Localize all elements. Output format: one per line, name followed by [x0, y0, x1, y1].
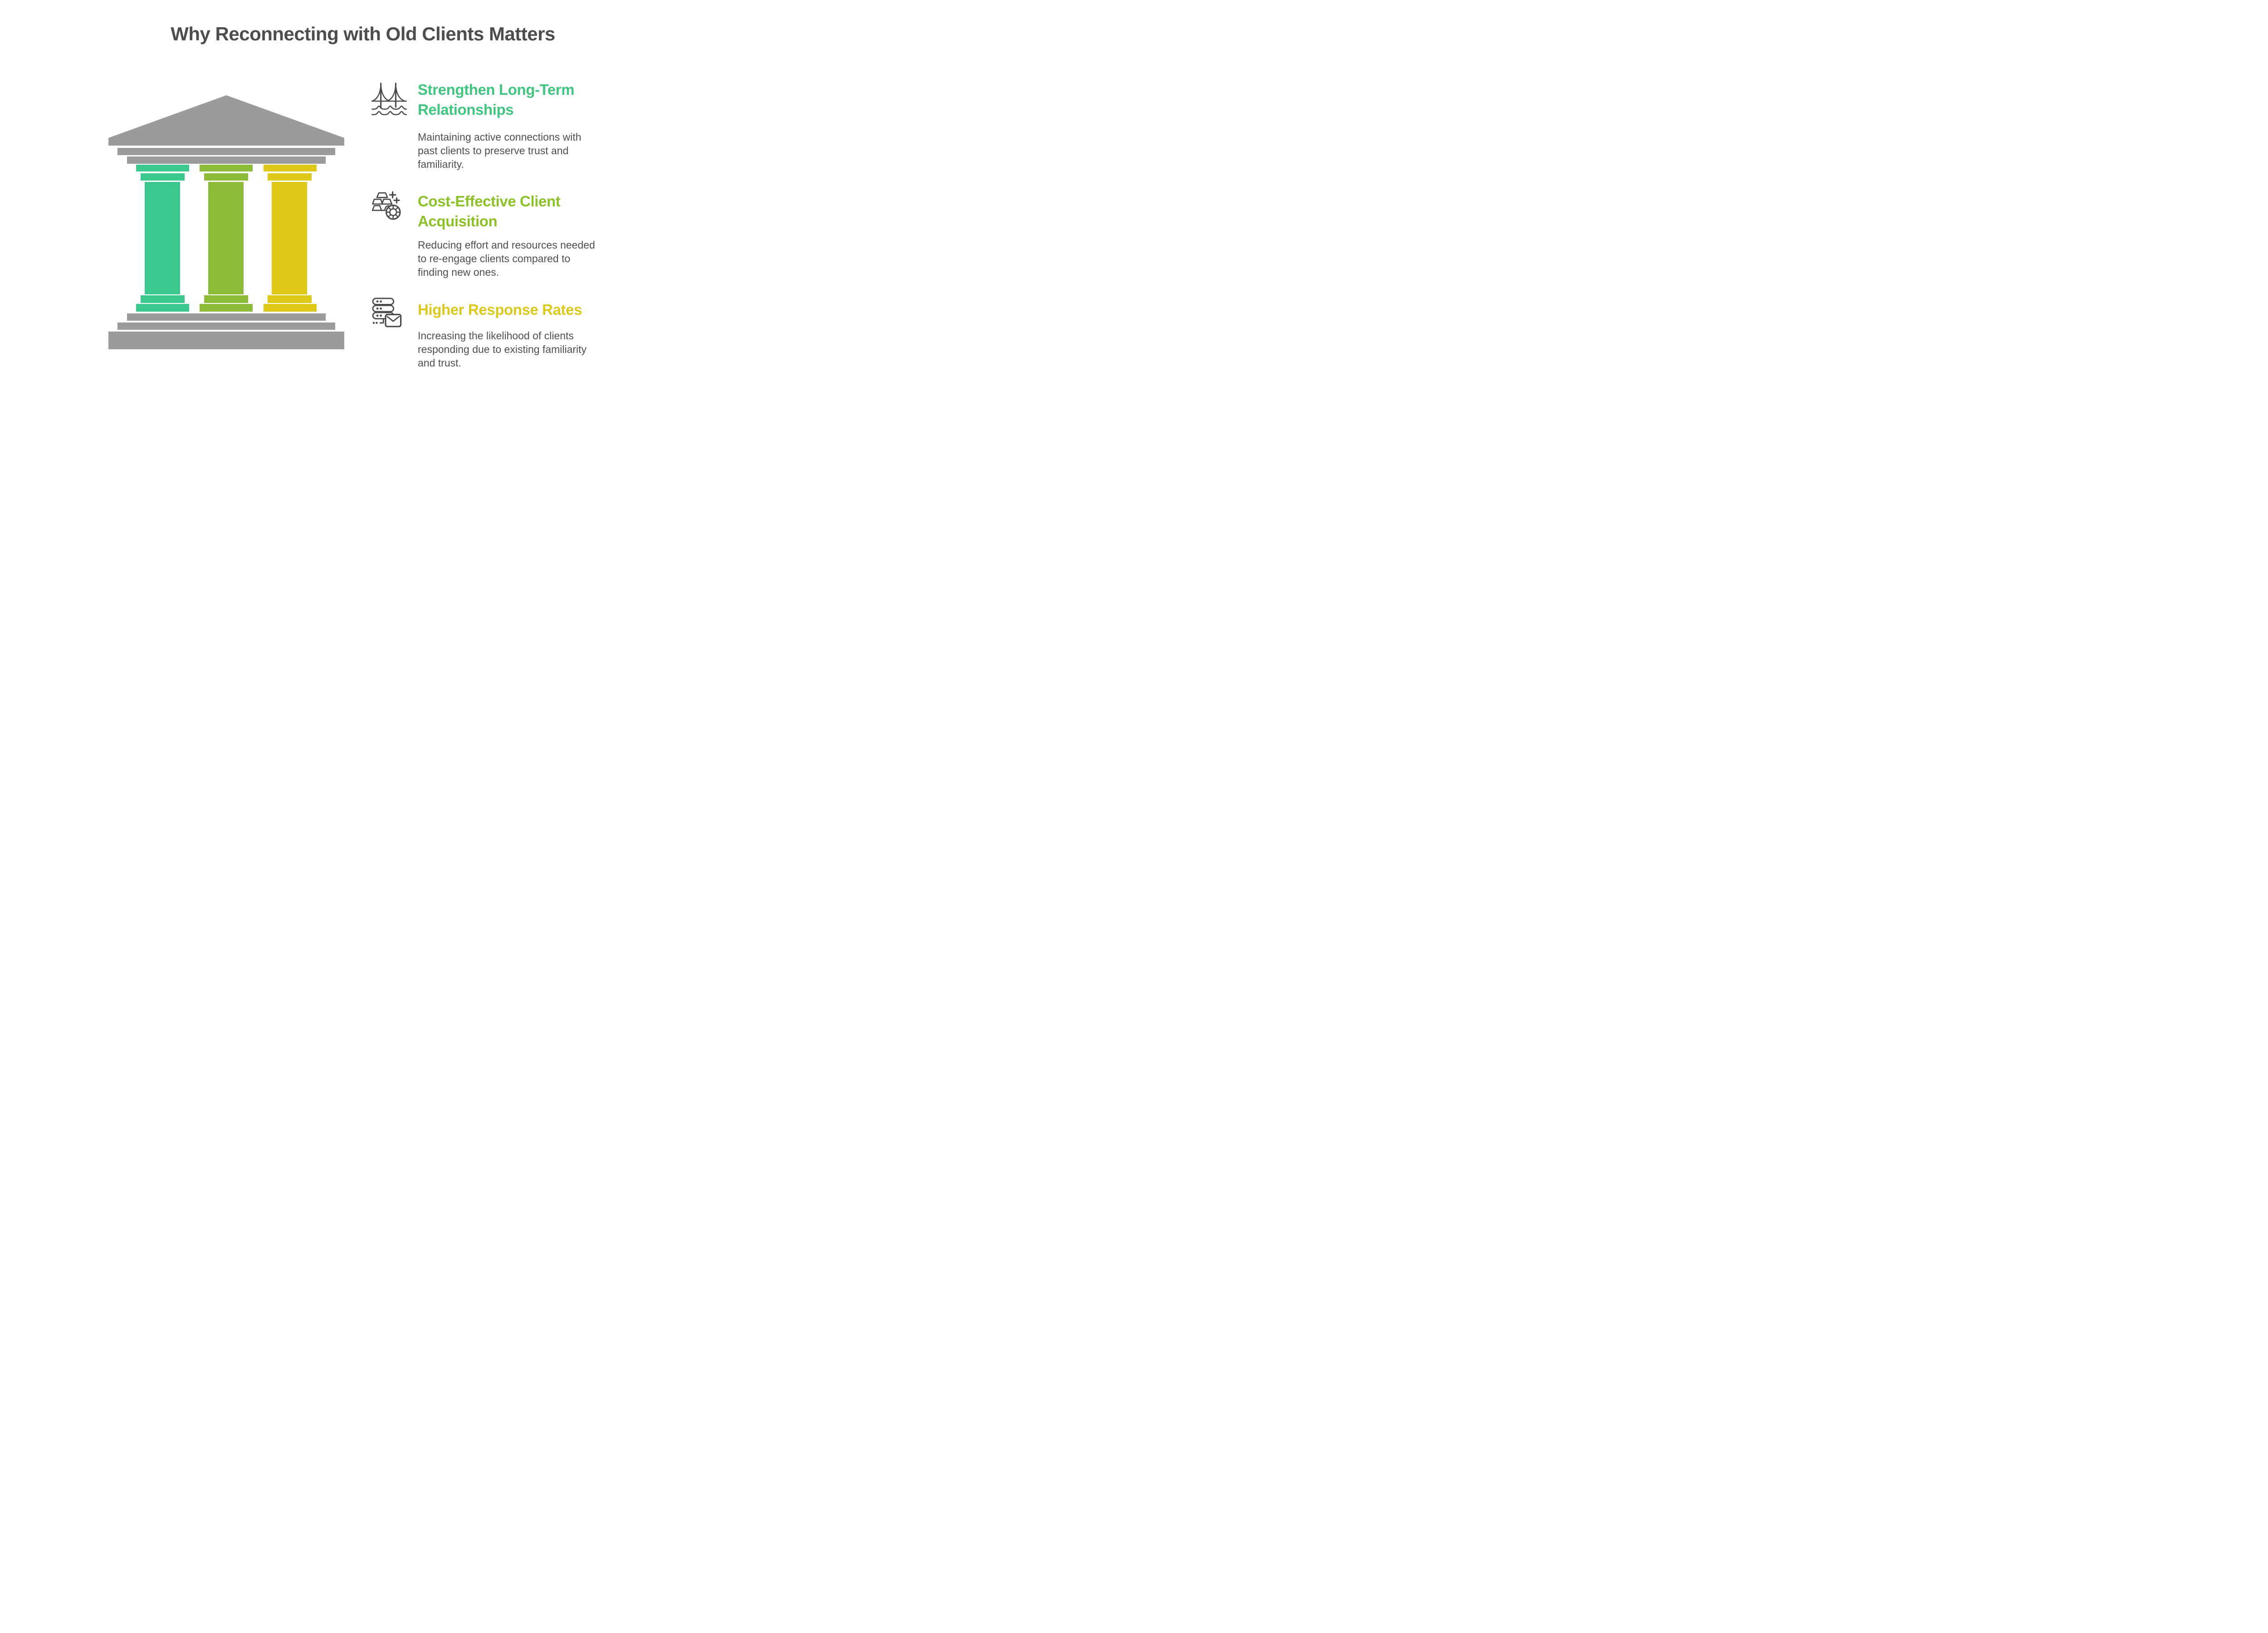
temple-step-bottom: [108, 332, 344, 349]
pillar-shaft: [208, 182, 244, 294]
section-title-acquisition: Cost-Effective Client Acquisition: [418, 193, 561, 230]
server-mail-icon: [371, 296, 407, 332]
pillar-capital: [136, 165, 189, 171]
pillar-shaft: [145, 182, 180, 294]
pillar-shaft: [272, 182, 307, 294]
section-description-acquisition: Reducing effort and resources needed to …: [418, 239, 595, 278]
pillar-base-echinus: [204, 295, 248, 303]
temple-step-top: [127, 313, 326, 321]
section-description-relationships: Maintaining active connections with past…: [418, 131, 582, 170]
pillar-echinus: [204, 173, 248, 181]
section-title-relationships: Strengthen Long-Term Relationships: [418, 81, 575, 118]
pillar-echinus: [141, 173, 185, 181]
bridge-icon: [371, 81, 407, 118]
temple-step-middle: [117, 323, 335, 330]
infographic-canvas: Why Reconnecting with Old Clients Matter…: [0, 0, 726, 408]
pillar-capital: [264, 165, 317, 171]
pillar-base-plinth: [264, 304, 317, 312]
section-description-response-rates: Increasing the likelihood of clients res…: [418, 330, 587, 369]
pillar-base-echinus: [141, 295, 185, 303]
temple-pediment-base: [108, 138, 344, 146]
pillar-base-plinth: [200, 304, 253, 312]
pillar-echinus: [268, 173, 312, 181]
gold-bars-icon: [371, 190, 406, 226]
section-title-response-rates: Higher Response Rates: [418, 301, 582, 318]
pillar-base-plinth: [136, 304, 189, 312]
page-title: Why Reconnecting with Old Clients Matter…: [171, 23, 555, 44]
pillar-capital: [200, 165, 253, 171]
pillar-base-echinus: [268, 295, 312, 303]
temple-architrave: [117, 148, 335, 155]
temple-frieze: [127, 156, 326, 164]
temple-pediment-triangle: [108, 95, 344, 138]
